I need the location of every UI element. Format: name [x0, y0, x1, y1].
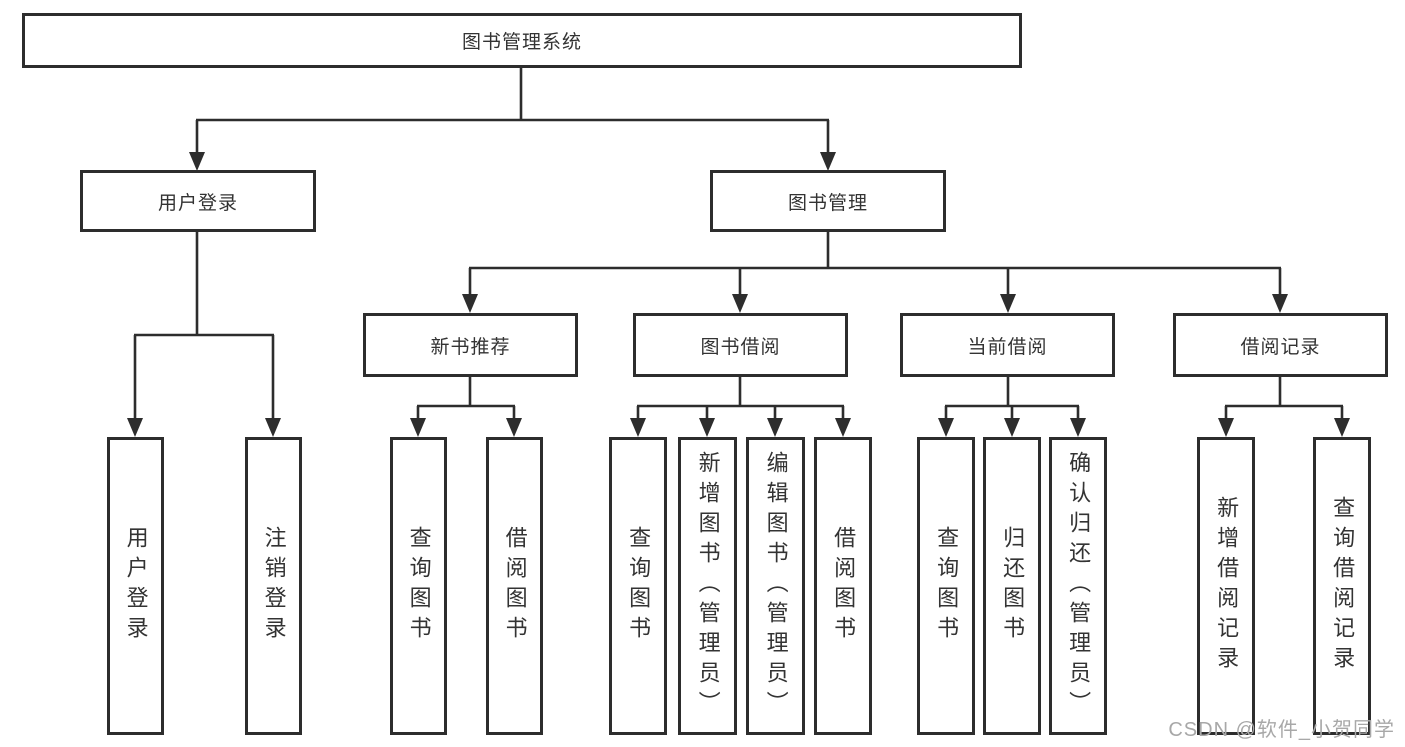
node-edit-books-admin-label: 编辑图书（管理员）: [763, 451, 789, 721]
node-library-system-label: 图书管理系统: [461, 32, 582, 53]
node-logout-label: 注销登录: [261, 526, 287, 646]
node-borrow-books-recommend-label: 借阅图书: [502, 526, 528, 646]
node-user-login-group: 用户登录: [80, 170, 316, 232]
node-new-book-recommend: 新书推荐: [363, 313, 578, 377]
node-borrow-books: 借阅图书: [814, 437, 872, 735]
node-current-borrowing-label: 当前借阅: [967, 336, 1048, 358]
node-return-books: 归还图书: [983, 437, 1041, 735]
node-add-borrow-record-label: 新增借阅记录: [1214, 496, 1240, 676]
node-query-books-recommend: 查询图书: [390, 437, 447, 735]
node-book-management-group-label: 图书管理: [787, 192, 868, 214]
node-query-books-borrowing: 查询图书: [609, 437, 667, 735]
node-user-login-group-label: 用户登录: [157, 192, 238, 214]
node-book-borrowing: 图书借阅: [633, 313, 848, 377]
node-query-borrow-record-label: 查询借阅记录: [1330, 496, 1356, 676]
node-query-books-recommend-label: 查询图书: [406, 526, 432, 646]
node-user-login: 用户登录: [107, 437, 164, 735]
node-return-books-label: 归还图书: [1000, 526, 1026, 646]
node-query-books-borrowing-label: 查询图书: [626, 526, 652, 646]
node-add-books-admin: 新增图书（管理员）: [678, 437, 737, 735]
node-query-books-current-label: 查询图书: [934, 526, 960, 646]
node-borrowing-records-label: 借阅记录: [1240, 336, 1321, 358]
csdn-watermark: CSDN @软件_小贺同学: [1168, 719, 1395, 741]
node-query-books-current: 查询图书: [917, 437, 975, 735]
node-add-borrow-record: 新增借阅记录: [1197, 437, 1255, 735]
node-borrow-books-recommend: 借阅图书: [486, 437, 543, 735]
connector-path: [133, 68, 1344, 419]
node-edit-books-admin: 编辑图书（管理员）: [746, 437, 805, 735]
node-user-login-label: 用户登录: [123, 526, 149, 646]
node-current-borrowing: 当前借阅: [900, 313, 1115, 377]
node-confirm-return-admin-label: 确认归还（管理员）: [1066, 451, 1092, 721]
node-add-books-admin-label: 新增图书（管理员）: [695, 451, 721, 721]
node-logout: 注销登录: [245, 437, 302, 735]
arrowheads: [127, 152, 1350, 437]
node-library-system: 图书管理系统: [22, 13, 1022, 68]
node-book-management-group: 图书管理: [710, 170, 946, 232]
node-confirm-return-admin: 确认归还（管理员）: [1049, 437, 1107, 735]
node-new-book-recommend-label: 新书推荐: [430, 336, 511, 358]
node-borrow-books-label: 借阅图书: [831, 526, 857, 646]
node-query-borrow-record: 查询借阅记录: [1313, 437, 1371, 735]
node-borrowing-records: 借阅记录: [1173, 313, 1388, 377]
node-book-borrowing-label: 图书借阅: [700, 336, 781, 358]
